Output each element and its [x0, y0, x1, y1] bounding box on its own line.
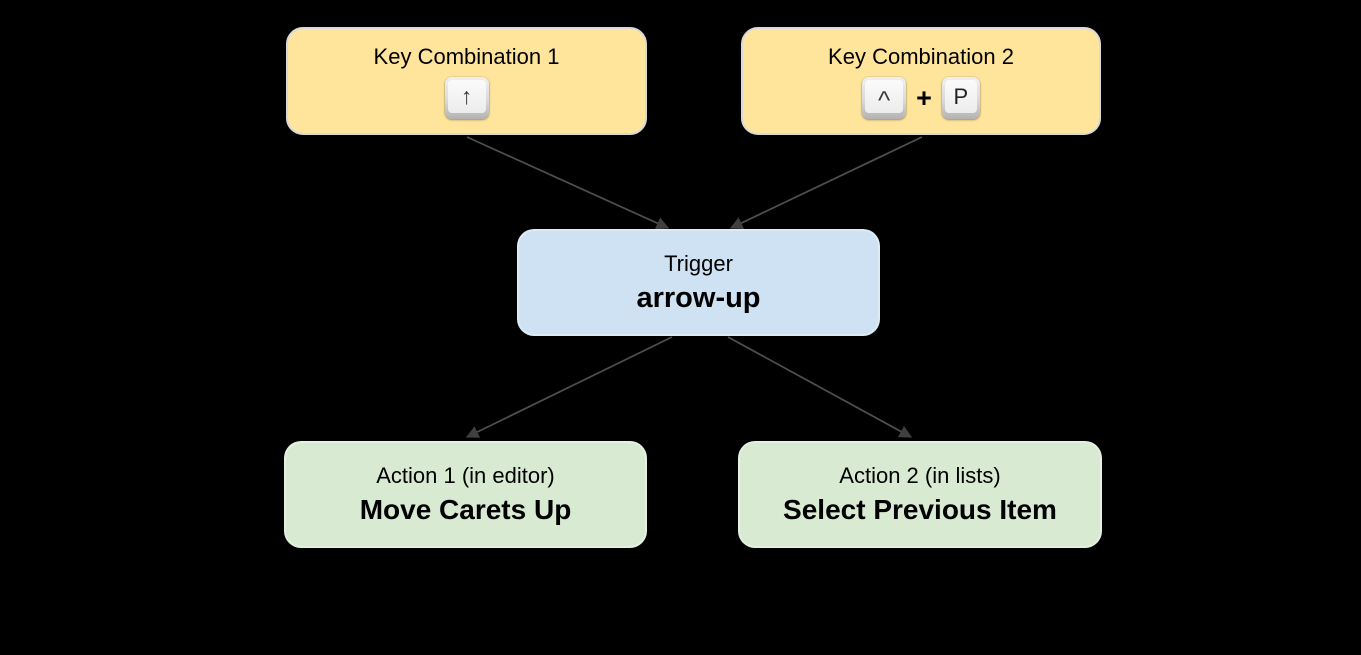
- key-combination-2-title: Key Combination 2: [828, 44, 1014, 69]
- trigger-value: arrow-up: [636, 282, 761, 314]
- arrow-up-key-label: ↑: [447, 80, 486, 113]
- key-combination-1-node: Key Combination 1 ↑: [286, 27, 647, 135]
- key-combination-1-keys: ↑: [444, 77, 489, 119]
- edge-keycombo2-to-trigger: [729, 136, 923, 229]
- control-caret-key-label: ^: [878, 85, 891, 115]
- edge-keycombo1-to-trigger: [466, 136, 670, 230]
- arrow-up-key-icon: ↑: [444, 77, 489, 119]
- trigger-title: Trigger: [664, 251, 733, 276]
- action-2-title: Action 2 (in lists): [839, 463, 1001, 488]
- control-caret-key-icon: ^: [862, 77, 907, 119]
- key-combination-2-keys: ^ + P: [862, 77, 980, 119]
- action-1-node: Action 1 (in editor) Move Carets Up: [284, 441, 647, 548]
- edge-trigger-to-action2: [727, 336, 913, 438]
- edge-trigger-to-action1: [465, 336, 673, 438]
- trigger-node: Trigger arrow-up: [517, 229, 880, 336]
- p-key-label: P: [944, 80, 977, 113]
- action-1-value: Move Carets Up: [359, 494, 572, 525]
- key-combination-2-node: Key Combination 2 ^ + P: [741, 27, 1101, 135]
- p-key-icon: P: [941, 77, 980, 119]
- action-2-node: Action 2 (in lists) Select Previous Item: [738, 441, 1102, 548]
- key-combination-1-title: Key Combination 1: [373, 44, 560, 69]
- action-1-title: Action 1 (in editor): [376, 463, 555, 488]
- action-2-value: Select Previous Item: [783, 494, 1057, 525]
- plus-separator: +: [916, 82, 932, 113]
